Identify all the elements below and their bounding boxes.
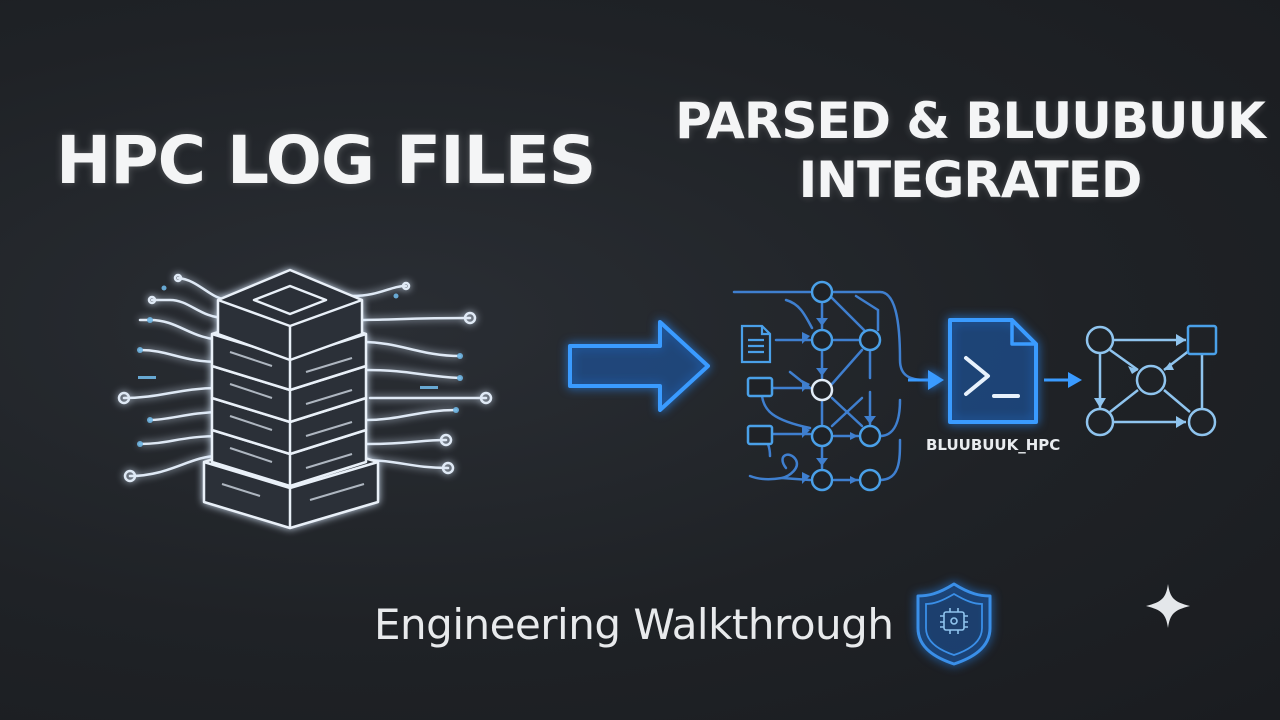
title-right-line-1: PARSED & BLUUBUUK xyxy=(675,92,1266,150)
title-parsed-integrated: PARSED & BLUUBUUK INTEGRATED xyxy=(660,92,1280,210)
subtitle-engineering-walkthrough: Engineering Walkthrough xyxy=(374,600,894,649)
title-right-line-2: INTEGRATED xyxy=(798,151,1143,209)
script-file-label: BLUUBUUK_HPC xyxy=(926,436,1061,454)
title-hpc-log-files: HPC LOG FILES xyxy=(56,122,596,199)
